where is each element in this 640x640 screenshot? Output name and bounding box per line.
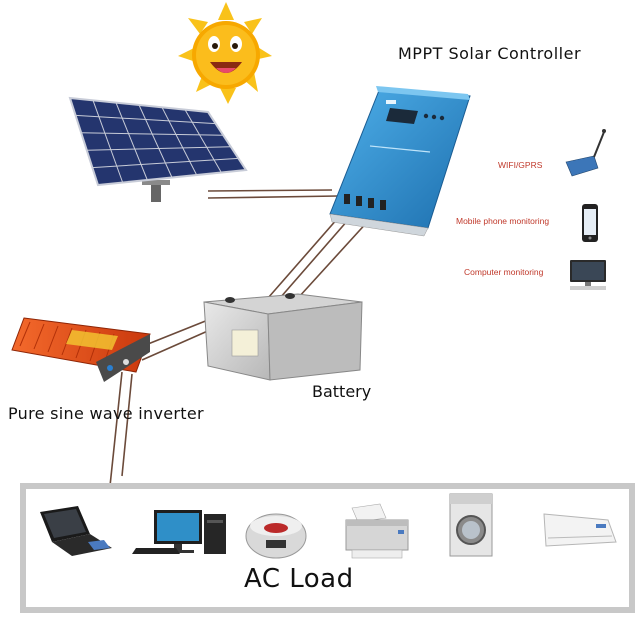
inverter: [11, 317, 151, 382]
battery-label: Battery: [312, 382, 372, 401]
wifi-gprs-label: WIFI/GPRS: [498, 160, 543, 170]
air-conditioner-icon: [543, 513, 617, 547]
ac-load-frame: [20, 483, 635, 613]
solar-panel: [68, 96, 248, 202]
wifi-router-icon: [565, 129, 606, 177]
ac-load-label: AC Load: [244, 564, 354, 594]
battery: [203, 293, 363, 381]
rice-cooker-icon: [245, 513, 307, 559]
desktop-computer-icon: [132, 510, 226, 554]
controller-label: MPPT Solar Controller: [398, 44, 582, 63]
computer-monitoring-label: Computer monitoring: [464, 267, 544, 277]
computer-monitor-icon: [570, 260, 606, 290]
laptop-icon: [40, 506, 112, 556]
mobile-phone-icon: [582, 204, 598, 242]
mobile-monitoring-label: Mobile phone monitoring: [456, 216, 550, 226]
sun-icon: [178, 2, 272, 104]
washing-machine-icon: [449, 493, 493, 557]
printer-icon: [345, 503, 409, 559]
mppt-controller: [329, 86, 471, 237]
inverter-label: Pure sine wave inverter: [8, 404, 204, 423]
